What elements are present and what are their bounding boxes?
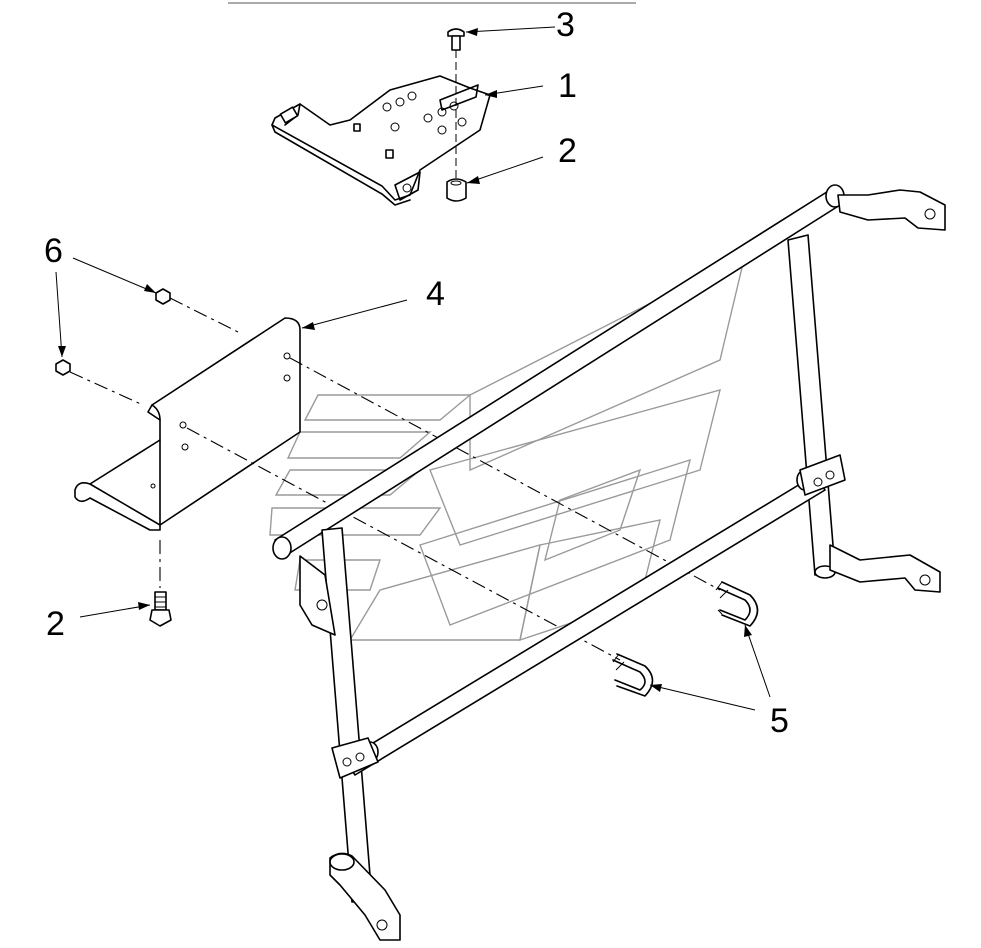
u-bolt-part-5-a (715, 581, 759, 627)
leader-lines (55, 26, 771, 711)
callout-5: 5 (770, 702, 789, 740)
screw-part-3 (447, 28, 465, 185)
callout-2-bottom: 2 (46, 605, 65, 643)
bolt-part-2-bottom (149, 591, 172, 627)
callout-4: 4 (426, 275, 445, 313)
callout-2-top: 2 (558, 132, 577, 170)
callout-3: 3 (556, 6, 575, 44)
frame (272, 184, 946, 941)
nut-part-6-a (155, 288, 171, 305)
channel-bracket (74, 317, 301, 531)
nut-part-6-b (55, 359, 71, 376)
u-bolt-part-5-b (612, 653, 654, 697)
assembly-lines (69, 297, 721, 661)
callout-1: 1 (558, 67, 577, 105)
callout-6: 6 (44, 232, 63, 270)
nut-part-2-top (446, 178, 467, 202)
